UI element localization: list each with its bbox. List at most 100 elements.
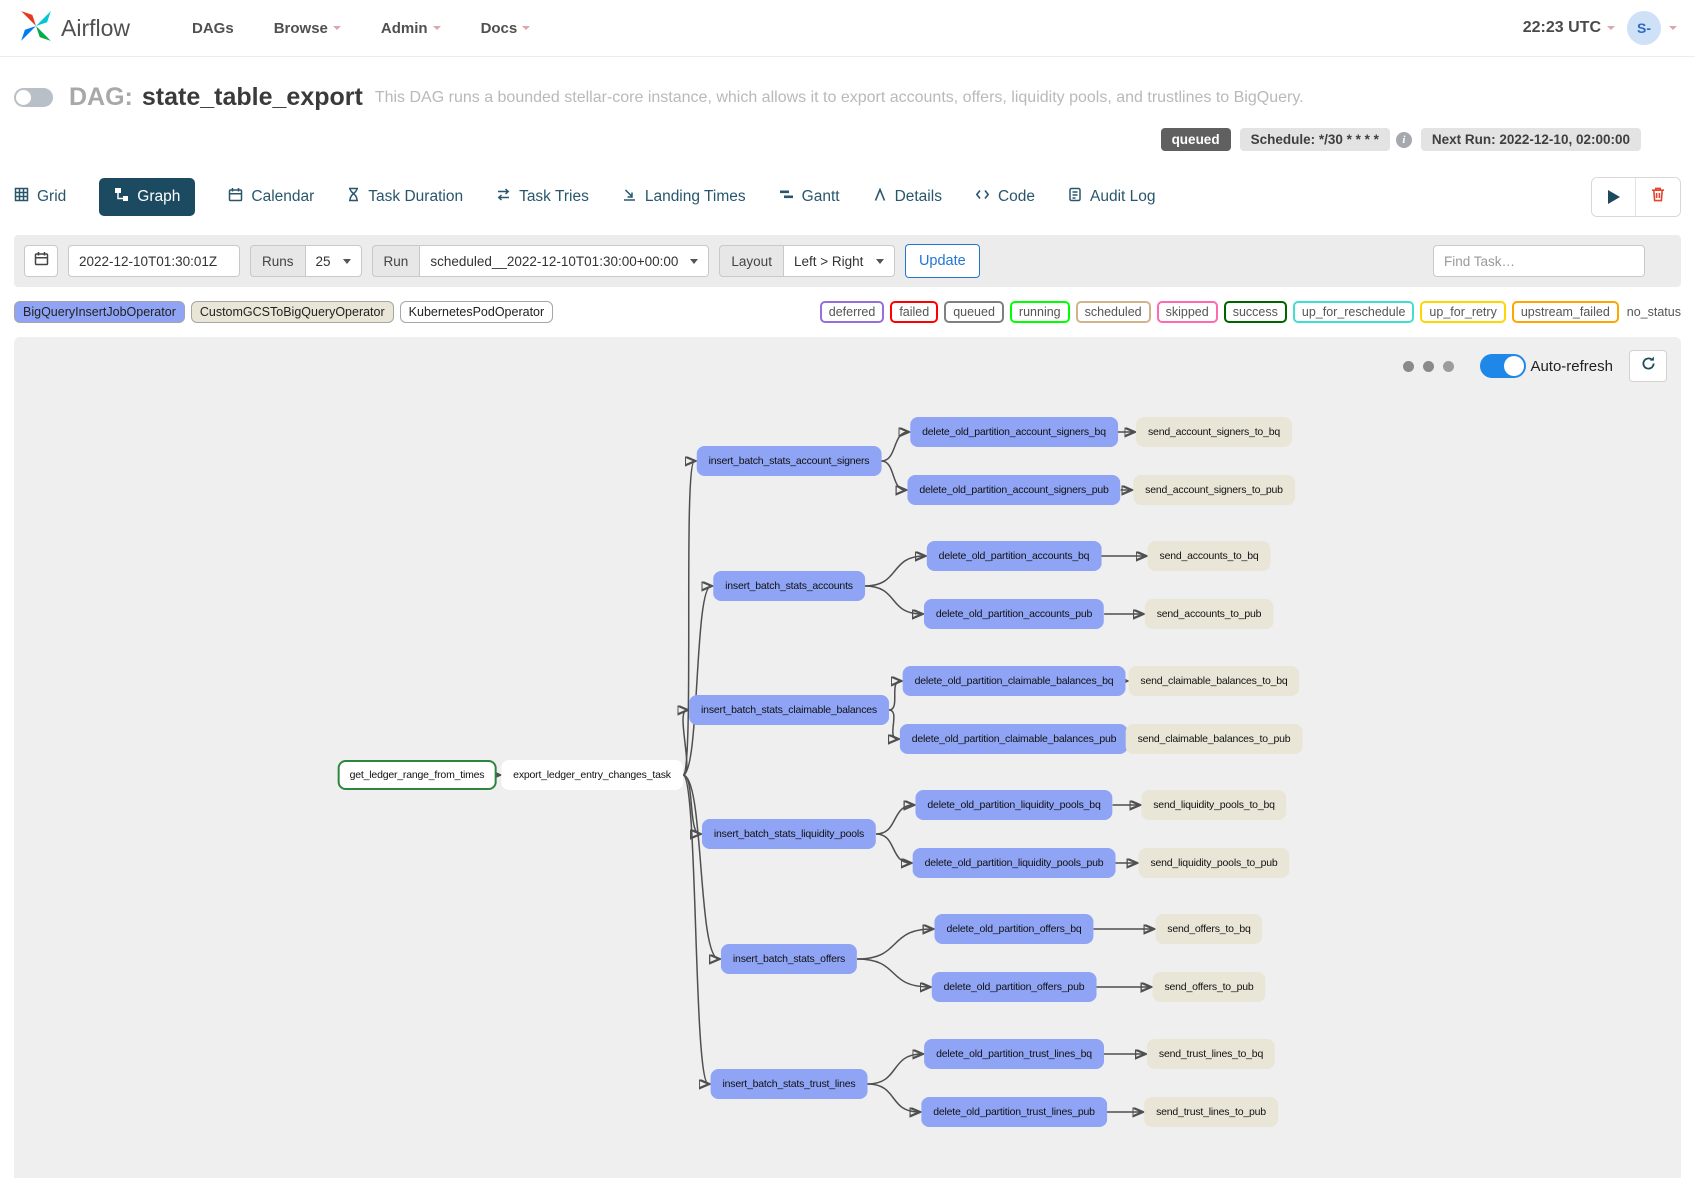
task-node-insert_batch_stats_account_signers[interactable]: insert_batch_stats_account_signers [696, 446, 882, 476]
run-label: Run [371, 245, 420, 277]
nav-item-admin[interactable]: Admin [381, 20, 441, 37]
dot-icon [1403, 360, 1415, 372]
task-node-send_liquidity_pools_to_bq[interactable]: send_liquidity_pools_to_bq [1141, 790, 1287, 820]
task-node-send_accounts_to_pub[interactable]: send_accounts_to_pub [1144, 599, 1274, 629]
task-node-delete_old_partition_liquidity_pools_bq[interactable]: delete_old_partition_liquidity_pools_bq [915, 790, 1113, 820]
graph-filter-bar: Runs 25 Run scheduled__2022-12-10T01:30:… [14, 235, 1681, 287]
auto-refresh-label: Auto-refresh [1530, 357, 1613, 375]
calendar-icon [34, 251, 49, 271]
brand-name: Airflow [61, 14, 131, 41]
grid-icon [14, 187, 29, 207]
task-node-export_ledger_entry_changes_task[interactable]: export_ledger_entry_changes_task [501, 760, 683, 790]
status-filter-success[interactable]: success [1223, 301, 1287, 323]
task-node-send_trust_lines_to_pub[interactable]: send_trust_lines_to_pub [1144, 1097, 1278, 1127]
status-filter-running[interactable]: running [1009, 301, 1070, 323]
nav-item-dags[interactable]: DAGs [192, 20, 234, 37]
tab-task-tries[interactable]: Task Tries [496, 187, 589, 207]
task-node-insert_batch_stats_trust_lines[interactable]: insert_batch_stats_trust_lines [710, 1069, 868, 1099]
dag-status-badge: queued [1160, 128, 1231, 151]
status-filter-failed[interactable]: failed [890, 301, 939, 323]
find-task-input[interactable] [1433, 245, 1645, 277]
task-node-send_accounts_to_bq[interactable]: send_accounts_to_bq [1147, 541, 1271, 571]
status-filter-upstream_failed[interactable]: upstream_failed [1511, 301, 1619, 323]
status-filter-up_for_retry[interactable]: up_for_retry [1420, 301, 1506, 323]
task-node-send_account_signers_to_pub[interactable]: send_account_signers_to_pub [1133, 475, 1295, 505]
task-node-insert_batch_stats_liquidity_pools[interactable]: insert_batch_stats_liquidity_pools [701, 819, 877, 849]
tab-calendar[interactable]: Calendar [228, 187, 314, 207]
dag-pause-toggle[interactable] [14, 88, 53, 107]
operator-badge-BigQueryInsertJobOperator[interactable]: BigQueryInsertJobOperator [14, 301, 185, 323]
status-filter-up_for_reschedule[interactable]: up_for_reschedule [1292, 301, 1415, 323]
task-node-send_trust_lines_to_bq[interactable]: send_trust_lines_to_bq [1146, 1039, 1276, 1069]
status-filter-no_status[interactable]: no_status [1624, 303, 1681, 321]
tab-code[interactable]: Code [975, 188, 1035, 206]
task-node-insert_batch_stats_accounts[interactable]: insert_batch_stats_accounts [713, 571, 865, 601]
info-icon: i [1395, 131, 1412, 148]
caret-down-icon [1607, 26, 1615, 30]
tab-gantt[interactable]: Gantt [779, 188, 840, 206]
caret-down-icon [875, 258, 884, 264]
nav-item-docs[interactable]: Docs [481, 20, 531, 37]
tab-landing-times[interactable]: Landing Times [622, 187, 746, 207]
tab-details[interactable]: Details [873, 186, 942, 207]
layout-select[interactable]: Left > Right [782, 245, 895, 277]
task-node-send_account_signers_to_bq[interactable]: send_account_signers_to_bq [1136, 417, 1292, 447]
runs-select[interactable]: 25 [304, 245, 362, 277]
operator-badge-KubernetesPodOperator[interactable]: KubernetesPodOperator [399, 301, 554, 323]
task-node-delete_old_partition_offers_bq[interactable]: delete_old_partition_offers_bq [934, 914, 1094, 944]
caret-down-icon [432, 26, 441, 30]
tab-grid[interactable]: Grid [14, 187, 66, 207]
edge-export_ledger_entry_changes_task--insert_batch_stats_accounts [682, 586, 711, 776]
code-icon [975, 188, 990, 206]
hourglass-icon [347, 187, 360, 207]
caret-down-icon [690, 258, 699, 264]
task-node-send_claimable_balances_to_pub[interactable]: send_claimable_balances_to_pub [1125, 724, 1303, 754]
task-node-delete_old_partition_trust_lines_bq[interactable]: delete_old_partition_trust_lines_bq [924, 1039, 1104, 1069]
user-menu[interactable]: S- [1627, 11, 1677, 45]
task-node-delete_old_partition_offers_pub[interactable]: delete_old_partition_offers_pub [931, 972, 1097, 1002]
task-node-delete_old_partition_claimable_balances_pub[interactable]: delete_old_partition_claimable_balances_… [899, 724, 1129, 754]
tab-label: Task Duration [368, 188, 464, 205]
task-node-send_offers_to_pub[interactable]: send_offers_to_pub [1152, 972, 1266, 1002]
run-select[interactable]: scheduled__2022-12-10T01:30:00+00:00 [419, 245, 710, 277]
airflow-brand[interactable]: Airflow [18, 8, 130, 49]
operator-badge-CustomGCSToBigQueryOperator[interactable]: CustomGCSToBigQueryOperator [190, 301, 394, 323]
task-node-delete_old_partition_account_signers_pub[interactable]: delete_old_partition_account_signers_pub [907, 475, 1121, 505]
task-node-send_liquidity_pools_to_pub[interactable]: send_liquidity_pools_to_pub [1138, 848, 1290, 878]
status-filter-scheduled[interactable]: scheduled [1075, 301, 1151, 323]
task-node-send_offers_to_bq[interactable]: send_offers_to_bq [1155, 914, 1263, 944]
task-node-delete_old_partition_accounts_bq[interactable]: delete_old_partition_accounts_bq [926, 541, 1102, 571]
runs-select-group: Runs 25 [250, 245, 362, 277]
status-filter-queued[interactable]: queued [944, 301, 1004, 323]
tab-audit-log[interactable]: Audit Log [1068, 187, 1156, 207]
status-filter-skipped[interactable]: skipped [1156, 301, 1218, 323]
dot-icon [1423, 360, 1435, 372]
nav-item-browse[interactable]: Browse [274, 20, 341, 37]
trigger-dag-button[interactable] [1592, 178, 1636, 216]
task-node-delete_old_partition_trust_lines_pub[interactable]: delete_old_partition_trust_lines_pub [921, 1097, 1107, 1127]
base-date-input[interactable] [68, 245, 240, 277]
task-node-send_claimable_balances_to_bq[interactable]: send_claimable_balances_to_bq [1128, 666, 1300, 696]
task-node-delete_old_partition_accounts_pub[interactable]: delete_old_partition_accounts_pub [923, 599, 1105, 629]
task-node-insert_batch_stats_offers[interactable]: insert_batch_stats_offers [720, 944, 858, 974]
task-node-get_ledger_range_from_times[interactable]: get_ledger_range_from_times [337, 760, 497, 790]
delete-dag-button[interactable] [1636, 178, 1680, 216]
task-node-delete_old_partition_account_signers_bq[interactable]: delete_old_partition_account_signers_bq [910, 417, 1118, 447]
loading-dots [1403, 360, 1455, 372]
task-node-insert_batch_stats_claimable_balances[interactable]: insert_batch_stats_claimable_balances [689, 695, 889, 725]
edge-insert_batch_stats_liquidity_pools--delete_old_partition_liquidity_pools_bq [876, 805, 913, 835]
tab-task-duration[interactable]: Task Duration [347, 187, 463, 207]
task-node-delete_old_partition_claimable_balances_bq[interactable]: delete_old_partition_claimable_balances_… [902, 666, 1126, 696]
refresh-button[interactable] [1629, 350, 1667, 382]
task-node-delete_old_partition_liquidity_pools_pub[interactable]: delete_old_partition_liquidity_pools_pub [912, 848, 1116, 878]
status-filter-deferred[interactable]: deferred [819, 301, 885, 323]
update-button[interactable]: Update [904, 244, 980, 278]
tab-graph[interactable]: Graph [99, 178, 196, 216]
timezone-selector[interactable]: 22:23 UTC [1523, 19, 1615, 37]
auto-refresh-toggle[interactable] [1480, 354, 1527, 378]
base-date-picker-button[interactable] [24, 245, 58, 277]
dag-meta-badges: queued Schedule: */30 * * * * i Next Run… [14, 128, 1681, 151]
avatar[interactable]: S- [1627, 11, 1661, 45]
